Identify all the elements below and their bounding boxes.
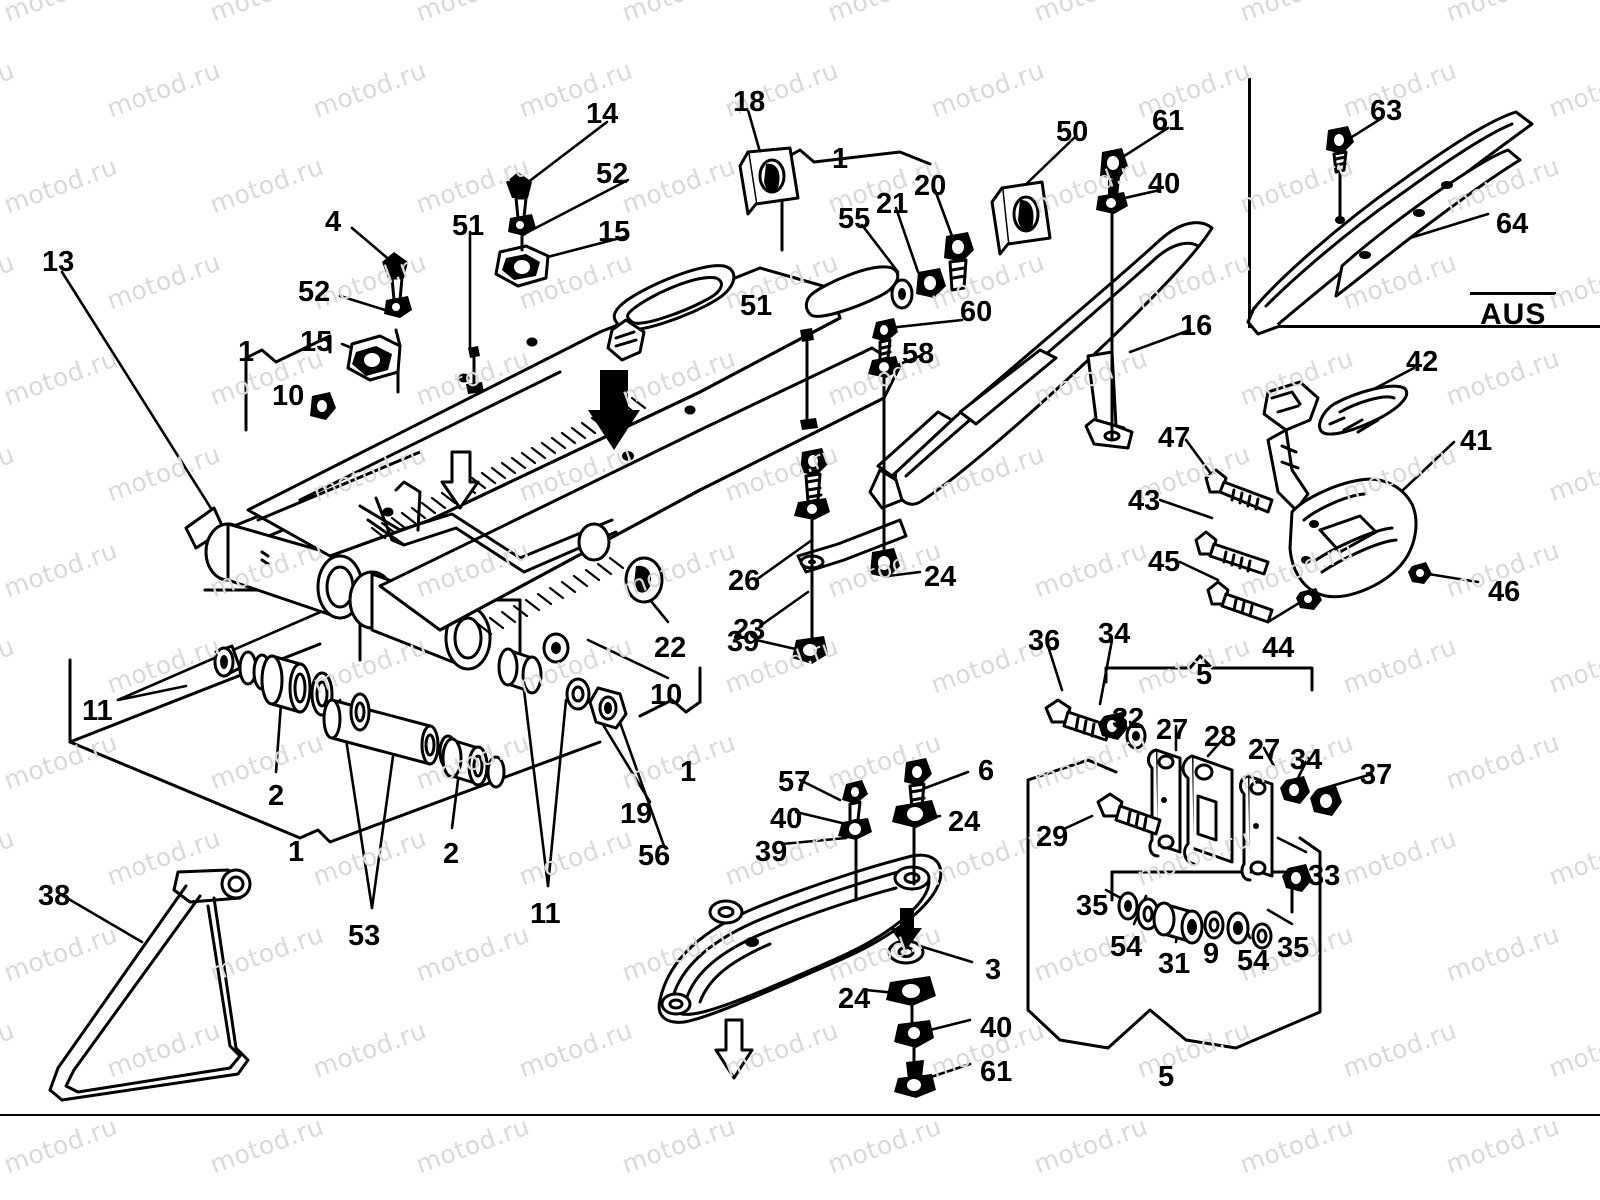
- part-16-chain-guard: [868, 221, 1214, 510]
- callout-58: 58: [902, 338, 935, 370]
- callout-2: 2: [443, 838, 460, 870]
- footer-divider: [0, 1114, 1600, 1116]
- callout-20: 20: [914, 170, 947, 202]
- bracket-bolts: [1194, 468, 1274, 624]
- callout-27: 27: [1156, 714, 1189, 746]
- callout-44: 44: [1262, 632, 1295, 664]
- footpeg-bracket-assembly: [1194, 380, 1432, 624]
- part-50-pad: [990, 180, 1052, 256]
- callout-33: 33: [1308, 860, 1341, 892]
- aus-inset-frame: [1248, 78, 1600, 328]
- aus-inset-tag: AUS: [1470, 292, 1557, 332]
- linkage-assembly: [1044, 698, 1342, 950]
- callout-32: 32: [1112, 703, 1145, 735]
- bushing-row-upper: [213, 632, 628, 789]
- callout-46: 46: [1488, 576, 1521, 608]
- callout-10: 10: [272, 380, 305, 412]
- callout-14: 14: [586, 98, 619, 130]
- callout-9: 9: [1203, 938, 1220, 970]
- callout-56: 56: [638, 840, 671, 872]
- callout-43: 43: [1128, 485, 1161, 517]
- callout-52: 52: [298, 276, 331, 308]
- callout-57: 57: [778, 766, 811, 798]
- part-18-pad: [738, 146, 800, 216]
- part-26-bracket: [796, 518, 908, 574]
- callout-19: 19: [620, 798, 653, 830]
- callout-64: 64: [1496, 208, 1529, 240]
- callout-1: 1: [238, 336, 255, 368]
- callout-63: 63: [1370, 95, 1403, 127]
- callout-40: 40: [980, 1012, 1013, 1044]
- callout-4: 4: [325, 206, 342, 238]
- callout-39: 39: [755, 836, 788, 868]
- callout-50: 50: [1056, 116, 1089, 148]
- callout-45: 45: [1148, 546, 1181, 578]
- callout-35: 35: [1277, 932, 1310, 964]
- callout-1: 1: [832, 143, 849, 175]
- callout-40: 40: [770, 803, 803, 835]
- callout-37: 37: [1360, 759, 1393, 791]
- callout-55: 55: [838, 203, 871, 235]
- callout-18: 18: [733, 86, 766, 118]
- callout-27: 27: [1248, 734, 1281, 766]
- callout-38: 38: [38, 880, 71, 912]
- callout-54: 54: [1237, 945, 1270, 977]
- callout-61: 61: [1152, 105, 1185, 137]
- callout-1: 1: [680, 756, 697, 788]
- part-22-cap: [624, 556, 664, 604]
- callout-23: 23: [733, 614, 766, 646]
- part-1-swingarm: [204, 264, 902, 671]
- callout-31: 31: [1158, 948, 1191, 980]
- callout-3: 3: [985, 954, 1002, 986]
- callout-15: 15: [598, 216, 631, 248]
- callout-28: 28: [1204, 721, 1237, 753]
- callout-10: 10: [650, 679, 683, 711]
- callout-52: 52: [596, 158, 629, 190]
- callout-13: 13: [42, 246, 75, 278]
- callout-22: 22: [654, 632, 687, 664]
- callout-39: 39: [727, 626, 760, 658]
- callout-11: 11: [82, 695, 113, 727]
- callout-47: 47: [1158, 422, 1191, 454]
- callout-16: 16: [1180, 310, 1213, 342]
- aus-inset-content: [1246, 110, 1534, 336]
- callout-40: 40: [1148, 168, 1181, 200]
- callout-51: 51: [740, 290, 773, 322]
- callout-36: 36: [1028, 625, 1061, 657]
- part-3-chain-slider: [657, 853, 943, 1080]
- callout-35: 35: [1076, 890, 1109, 922]
- callout-34: 34: [1098, 618, 1131, 650]
- callout-6: 6: [978, 755, 995, 787]
- leader-lines: [58, 108, 1490, 1080]
- callout-42: 42: [1406, 346, 1439, 378]
- callout-24: 24: [838, 983, 871, 1015]
- callout-5: 5: [1158, 1061, 1175, 1093]
- callout-15: 15: [300, 326, 333, 358]
- callout-21: 21: [876, 188, 909, 220]
- group-brackets: [68, 148, 1322, 1050]
- callout-24: 24: [924, 561, 957, 593]
- callout-61: 61: [980, 1056, 1013, 1088]
- fasteners: [310, 148, 1128, 1098]
- callout-53: 53: [348, 920, 381, 952]
- callout-29: 29: [1036, 821, 1069, 853]
- callout-5: 5: [1196, 659, 1213, 691]
- callout-34: 34: [1290, 744, 1323, 776]
- callout-41: 41: [1460, 425, 1493, 457]
- callout-51: 51: [452, 210, 485, 242]
- callout-26: 26: [728, 565, 761, 597]
- callout-24: 24: [948, 806, 981, 838]
- callout-11: 11: [530, 898, 561, 930]
- callout-2: 2: [268, 780, 285, 812]
- callout-54: 54: [1110, 931, 1143, 963]
- callout-1: 1: [288, 836, 305, 868]
- callout-60: 60: [960, 296, 993, 328]
- part-38-stand: [48, 868, 252, 1102]
